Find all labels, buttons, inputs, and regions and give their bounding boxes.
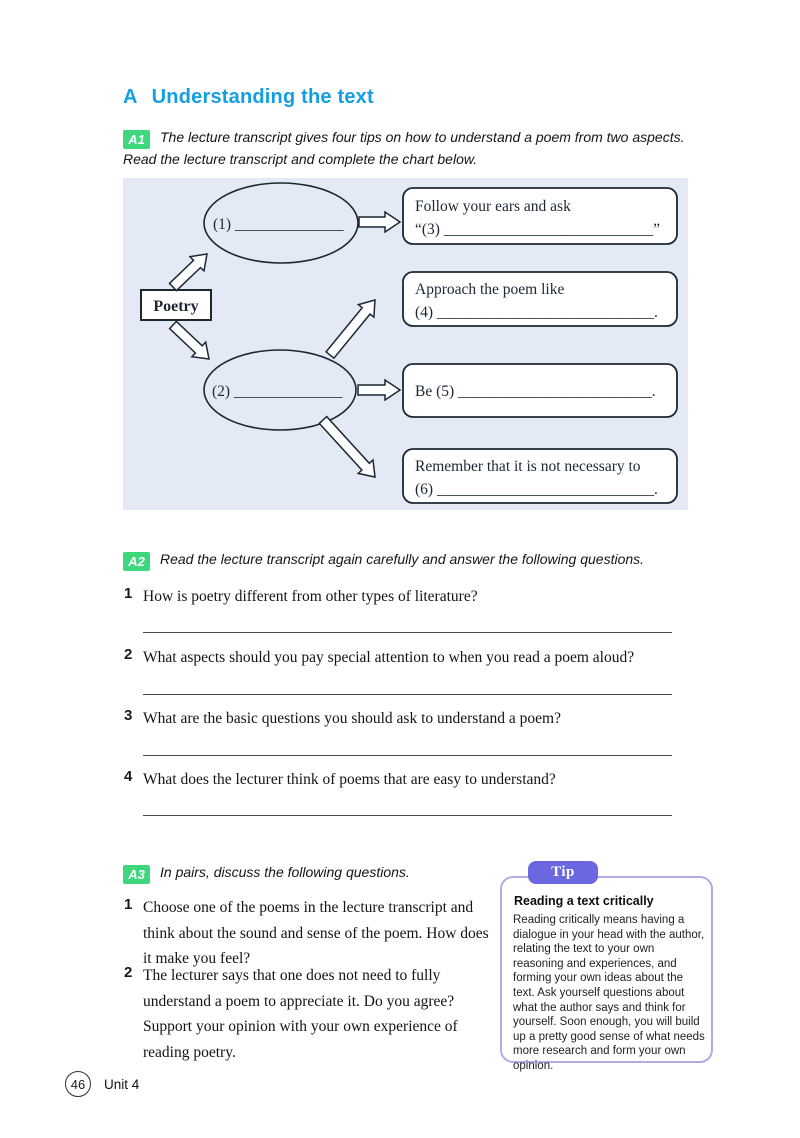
question-number: 2 — [124, 646, 133, 663]
section-title: Understanding the text — [151, 86, 374, 108]
a2-badge: A2 — [123, 552, 150, 571]
a3-badge: A3 — [123, 865, 150, 884]
answer-line-2 — [143, 694, 672, 695]
answer-line-4 — [143, 815, 672, 816]
a1-badge: A1 — [123, 130, 150, 149]
a2-question-3: 3 What are the basic questions you shoul… — [124, 706, 684, 732]
question-number: 4 — [124, 768, 133, 785]
chart-box-4 — [402, 448, 678, 504]
a2-instruction: Read the lecture transcript again carefu… — [160, 551, 645, 567]
a2-question-4: 4 What does the lecturer think of poems … — [124, 767, 684, 793]
a3-question-2: 2 The lecturer says that one does not ne… — [124, 963, 684, 1065]
question-text: How is poetry different from other types… — [143, 588, 478, 605]
question-text: The lecturer says that one does not need… — [143, 967, 458, 1061]
answer-line-1 — [143, 632, 672, 633]
question-number: 1 — [124, 896, 133, 913]
chart-box-1-line2: “(3) ___________________________” — [415, 221, 660, 238]
question-number: 3 — [124, 707, 133, 724]
a3-question-1: 1 Choose one of the poems in the lecture… — [124, 895, 684, 972]
page-heading: A Understanding the text — [123, 86, 374, 109]
a1-instruction: The lecture transcript gives four tips o… — [123, 129, 685, 167]
page-number-circle: 46 — [65, 1071, 91, 1097]
tip-pill: Tip — [528, 861, 598, 884]
poetry-root-box — [140, 289, 212, 321]
arrow-ellipse2-to-box2-icon — [325, 298, 376, 360]
chart-box-3-line1: Be (5) _________________________. — [415, 383, 656, 400]
arrow-ellipse2-to-box4-icon — [318, 415, 376, 478]
poetry-root-label: Poetry — [153, 298, 198, 315]
section-letter: A — [123, 86, 138, 108]
arrow-poetry-to-ellipse2-icon — [168, 320, 210, 360]
a2-question-2: 2 What aspects should you pay special at… — [124, 645, 684, 671]
question-text: Choose one of the poems in the lecture t… — [143, 899, 489, 967]
question-text: What aspects should you pay special atte… — [143, 649, 635, 666]
a2-question-1: 1 How is poetry different from other typ… — [124, 584, 684, 610]
ellipse-1-label: (1) ______________ — [213, 216, 344, 233]
question-number: 2 — [124, 964, 133, 981]
chart-box-2-line2: (4) ____________________________. — [415, 304, 658, 321]
arrow-ellipse2-to-box3-icon — [357, 378, 402, 402]
poetry-chart: (1) ______________ (2) ______________ Po… — [140, 182, 678, 504]
question-text: What does the lecturer think of poems th… — [143, 771, 556, 788]
arrow-poetry-to-ellipse1-icon — [168, 253, 208, 292]
poetry-chart-panel: (1) ______________ (2) ______________ Po… — [123, 178, 688, 510]
ellipse-2-label: (2) ______________ — [212, 383, 343, 400]
question-text: What are the basic questions you should … — [143, 710, 561, 727]
page-number: 46 — [70, 1076, 86, 1092]
ellipse-2 — [203, 349, 357, 431]
answer-line-3 — [143, 755, 672, 756]
a3-instruction-row: A3 In pairs, discuss the following questi… — [123, 862, 697, 884]
arrow-ellipse1-to-box1-icon — [358, 210, 402, 234]
chart-box-2-line1: Approach the poem like — [415, 281, 564, 298]
chart-box-4-line1: Remember that it is not necessary to — [415, 458, 641, 475]
unit-label: Unit 4 — [104, 1077, 140, 1092]
a3-instruction: In pairs, discuss the following question… — [160, 864, 410, 880]
tip-body: Reading critically means having a dialog… — [513, 914, 705, 1072]
chart-box-1 — [402, 187, 678, 245]
chart-box-4-line2: (6) ____________________________. — [415, 481, 658, 498]
chart-box-2 — [402, 271, 678, 327]
ellipse-1 — [203, 182, 359, 264]
chart-box-3 — [402, 363, 678, 418]
a2-instruction-row: A2 Read the lecture transcript again care… — [123, 549, 697, 571]
tip-box — [500, 876, 713, 1063]
question-number: 1 — [124, 585, 133, 602]
tip-heading: Reading a text critically — [514, 894, 654, 908]
chart-box-1-line1: Follow your ears and ask — [415, 198, 571, 215]
